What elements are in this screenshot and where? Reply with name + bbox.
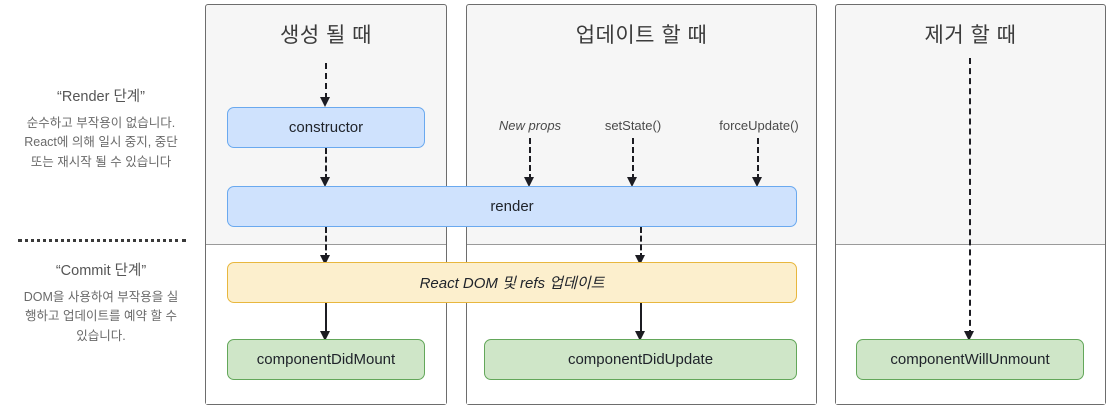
connector-dom-update-to-did-update: [640, 303, 642, 336]
legend-render-phase-body: 순수하고 부작용이 없습니다. React에 의해 일시 중지, 중단 또는 재…: [24, 115, 178, 169]
connector-setstate-to-render: [632, 138, 634, 180]
legend-commit-phase-body: DOM을 사용하여 부작용을 실행하고 업데이트를 예약 할 수 있습니다.: [23, 289, 179, 343]
arrowhead-forceupdate-to-render: [752, 177, 762, 187]
arrowhead-dom-update-to-did-mount: [320, 331, 330, 341]
legend-render-phase: “Render 단계” 순수하고 부작용이 없습니다. React에 의해 일시…: [0, 88, 202, 172]
column-title-mounting: 생성 될 때: [280, 24, 372, 47]
column-title-unmounting: 제거 할 때: [924, 24, 1017, 47]
legend-commit-phase: “Commit 단계” DOM을 사용하여 부작용을 실행하고 업데이트를 예약…: [0, 262, 202, 346]
connector-dom-update-to-did-mount: [325, 303, 327, 336]
connector-entry-to-constructor: [325, 63, 327, 99]
connector-render-to-dom-update-updating: [640, 227, 642, 259]
column-title-updating: 업데이트 할 때: [575, 24, 708, 47]
legend-phase-divider: [18, 239, 186, 242]
legend-render-phase-title: “Render 단계”: [57, 89, 145, 105]
trigger-label-forceupdate: forceUpdate(): [719, 118, 799, 133]
node-render[interactable]: render: [227, 186, 797, 227]
arrowhead-render-to-dom-update-mounting: [320, 255, 330, 265]
connector-forceupdate-to-render: [757, 138, 759, 180]
node-component-will-unmount[interactable]: componentWillUnmount: [856, 339, 1084, 380]
connector-entry-to-will-unmount: [969, 58, 971, 336]
node-constructor[interactable]: constructor: [227, 107, 425, 148]
arrowhead-setstate-to-render: [627, 177, 637, 187]
trigger-label-new-props: New props: [498, 118, 562, 133]
arrowhead-entry-to-constructor: [320, 97, 330, 107]
arrowhead-dom-update-to-did-update: [635, 331, 645, 341]
connector-new-props-to-render: [529, 138, 531, 180]
arrowhead-entry-to-will-unmount: [964, 331, 974, 341]
arrowhead-render-to-dom-update-updating: [635, 255, 645, 265]
arrowhead-constructor-to-render: [320, 177, 330, 187]
node-component-did-update[interactable]: componentDidUpdate: [484, 339, 797, 380]
trigger-label-setstate: setState(): [604, 118, 662, 133]
arrowhead-new-props-to-render: [524, 177, 534, 187]
node-react-dom-refs-update[interactable]: React DOM 및 refs 업데이트: [227, 262, 797, 303]
legend-commit-phase-title: “Commit 단계”: [55, 263, 147, 279]
connector-constructor-to-render: [325, 148, 327, 180]
node-component-did-mount[interactable]: componentDidMount: [227, 339, 425, 380]
connector-render-to-dom-update-mounting: [325, 227, 327, 259]
